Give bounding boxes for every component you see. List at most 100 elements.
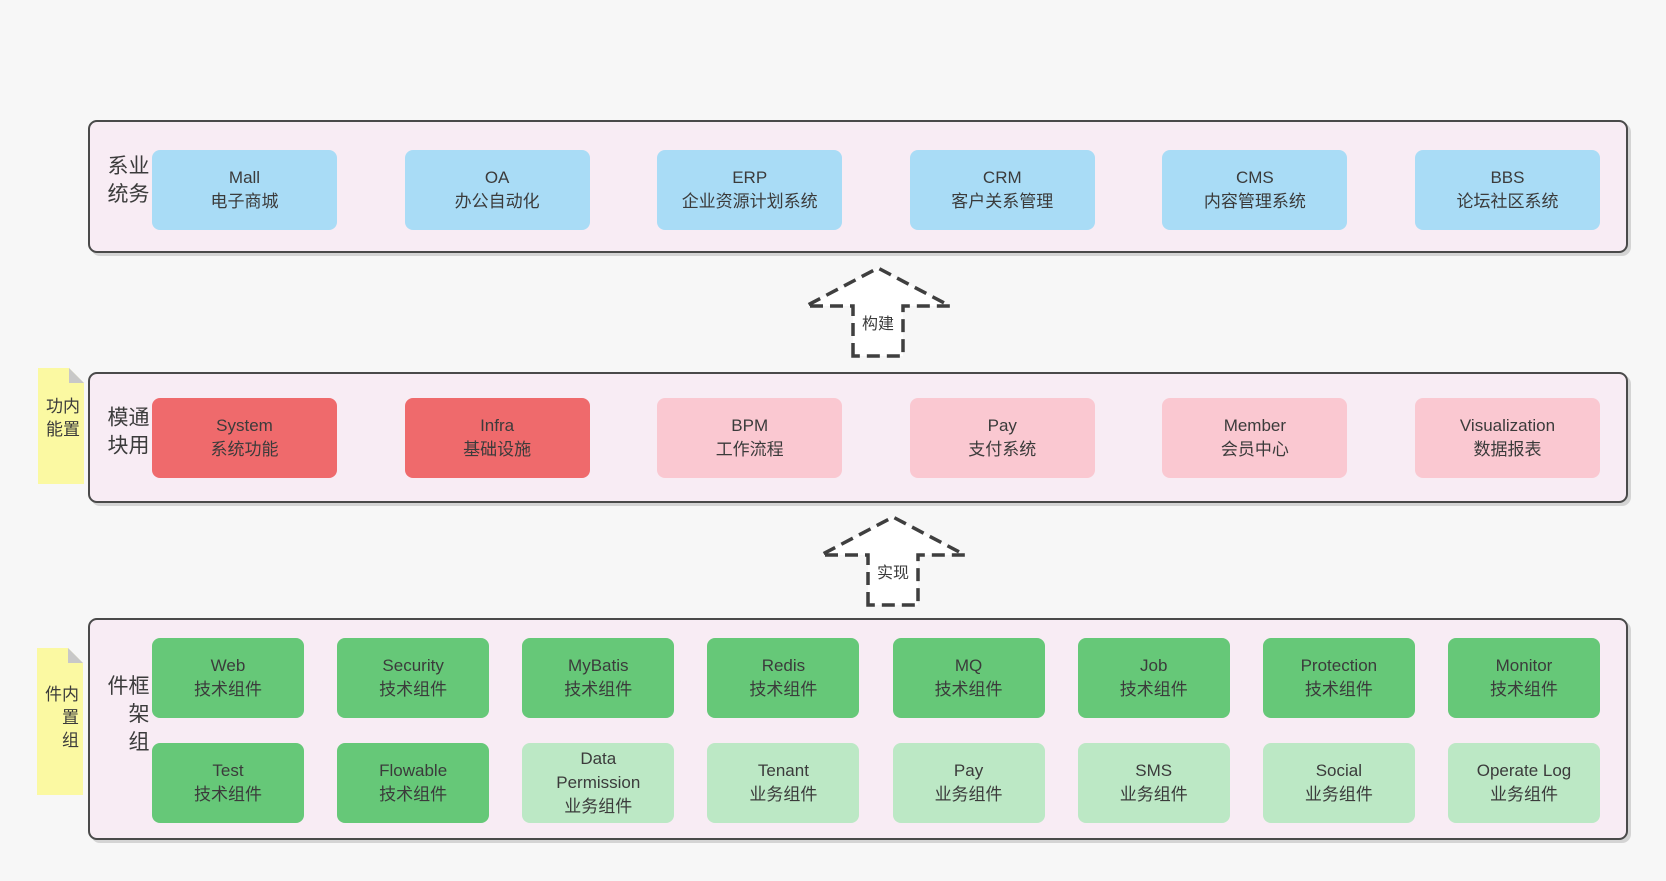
box-desc: 数据报表	[1473, 440, 1542, 459]
box-desc: 办公自动化	[454, 192, 540, 211]
sticky-builtin-features: 内置功能	[38, 368, 84, 484]
box-desc: 技术组件	[564, 680, 633, 699]
box-web: Web 技术组件	[152, 638, 304, 718]
box-pay-module: Pay 支付系统	[909, 398, 1095, 478]
implement-arrow: 实现	[815, 513, 971, 609]
box-desc: 基础设施	[463, 440, 532, 459]
sticky-text: 内置组件	[42, 684, 78, 754]
box-desc: 技术组件	[1489, 680, 1558, 699]
box-name: Web	[210, 656, 246, 675]
sticky-note-icon	[38, 368, 84, 484]
components-box-row-1: Web 技术组件 Security 技术组件 MyBatis 技术组件 Redi…	[90, 638, 1626, 718]
box-desc: 企业资源计划系统	[681, 192, 818, 211]
box-oa: OA 办公自动化	[404, 150, 590, 230]
box-name: Tenant	[757, 761, 809, 780]
box-desc: 论坛社区系统	[1456, 192, 1559, 211]
box-erp: ERP 企业资源计划系统	[657, 150, 843, 230]
box-desc: 技术组件	[379, 785, 448, 804]
box-desc: 技术组件	[379, 680, 448, 699]
box-desc: 业务组件	[749, 785, 818, 804]
implement-arrow-label: 实现	[873, 559, 913, 583]
box-desc: 技术组件	[934, 680, 1003, 699]
sticky-text: 内置功能	[43, 397, 79, 443]
box-name: ERP	[732, 168, 768, 187]
box-name: BBS	[1490, 168, 1525, 187]
box-flowable: Flowable 技术组件	[337, 743, 490, 823]
box-desc: 客户关系管理	[951, 192, 1054, 211]
box-data-permission: Data Permission 业务组件	[522, 743, 675, 823]
box-name: System	[216, 416, 273, 435]
box-desc: 系统功能	[210, 440, 279, 459]
box-sms: SMS 业务组件	[1077, 743, 1230, 823]
box-desc: 技术组件	[194, 680, 262, 699]
box-social: Social 业务组件	[1262, 743, 1415, 823]
box-name: Redis	[761, 656, 806, 675]
box-desc: 业务组件	[1304, 785, 1373, 804]
box-name: Mall	[228, 168, 261, 187]
box-name: Job	[1139, 656, 1168, 675]
box-name: SMS	[1135, 761, 1173, 780]
box-name: Monitor	[1495, 656, 1553, 675]
build-arrow-label: 构建	[858, 310, 898, 334]
box-desc: 技术组件	[1304, 680, 1373, 699]
box-name: Pay	[953, 761, 984, 780]
box-member: Member 会员中心	[1162, 398, 1348, 478]
box-name: MyBatis	[568, 656, 629, 675]
box-system: System 系统功能	[152, 398, 337, 478]
sticky-note-icon	[37, 648, 83, 795]
layer-framework-components: 框架组件 Web 技术组件 Security 技术组件 MyBatis 技术组件…	[88, 618, 1628, 840]
box-name: BPM	[731, 416, 769, 435]
box-name: Member	[1223, 416, 1287, 435]
box-desc: 内容管理系统	[1203, 192, 1306, 211]
box-desc: 技术组件	[1119, 680, 1188, 699]
box-visualization: Visualization 数据报表	[1414, 398, 1600, 478]
box-name: MQ	[954, 656, 983, 675]
layer-common-modules: 通用模块 System 系统功能 Infra 基础设施 BPM 工作流程 Pay…	[88, 372, 1628, 503]
layer-label-components: 框架组件	[105, 674, 149, 759]
components-box-row-2: Test 技术组件 Flowable 技术组件 Data Permission …	[90, 743, 1626, 823]
layer-label-modules: 通用模块	[105, 405, 149, 462]
box-desc: 支付系统	[968, 440, 1037, 459]
business-box-row: Mall 电子商城 OA 办公自动化 ERP 企业资源计划系统 CRM 客户关系…	[90, 150, 1626, 230]
box-name: Social	[1315, 761, 1362, 780]
box-redis: Redis 技术组件	[707, 638, 860, 718]
box-bpm: BPM 工作流程	[657, 398, 843, 478]
box-monitor: Monitor 技术组件	[1447, 638, 1600, 718]
box-cms: CMS 内容管理系统	[1162, 150, 1348, 230]
box-job: Job 技术组件	[1077, 638, 1230, 718]
box-desc: 业务组件	[934, 785, 1003, 804]
box-pay-component: Pay 业务组件	[892, 743, 1045, 823]
box-name: OA	[484, 168, 510, 187]
box-desc: 工作流程	[715, 440, 784, 459]
box-name: CRM	[982, 168, 1022, 187]
box-tenant: Tenant 业务组件	[707, 743, 860, 823]
box-mybatis: MyBatis 技术组件	[522, 638, 675, 718]
box-desc: 会员中心	[1220, 440, 1289, 459]
box-name: Flowable	[379, 761, 448, 780]
box-name: Test	[212, 761, 244, 780]
box-name: Operate Log	[1476, 761, 1572, 780]
modules-box-row: System 系统功能 Infra 基础设施 BPM 工作流程 Pay 支付系统…	[90, 398, 1626, 478]
box-desc: 业务组件	[1119, 785, 1188, 804]
box-desc: 技术组件	[749, 680, 818, 699]
box-crm: CRM 客户关系管理	[909, 150, 1095, 230]
layer-label-business: 业务系统	[105, 154, 149, 211]
build-arrow: 构建	[800, 264, 956, 360]
box-security: Security 技术组件	[337, 638, 490, 718]
box-name: Security	[382, 656, 444, 675]
box-name: Data Permission	[556, 749, 641, 792]
sticky-builtin-components: 内置组件	[37, 648, 83, 795]
box-desc: 业务组件	[564, 797, 633, 816]
box-test: Test 技术组件	[152, 743, 304, 823]
box-desc: 技术组件	[194, 785, 262, 804]
box-name: Pay	[987, 416, 1017, 435]
box-desc: 业务组件	[1489, 785, 1558, 804]
box-infra: Infra 基础设施	[404, 398, 590, 478]
layer-business-systems: 业务系统 Mall 电子商城 OA 办公自动化 ERP 企业资源计划系统 CRM…	[88, 120, 1628, 253]
box-operate-log: Operate Log 业务组件	[1447, 743, 1600, 823]
box-mall: Mall 电子商城	[152, 150, 337, 230]
box-name: Visualization	[1459, 416, 1556, 435]
box-name: CMS	[1235, 168, 1274, 187]
box-desc: 电子商城	[210, 192, 279, 211]
box-bbs: BBS 论坛社区系统	[1414, 150, 1600, 230]
